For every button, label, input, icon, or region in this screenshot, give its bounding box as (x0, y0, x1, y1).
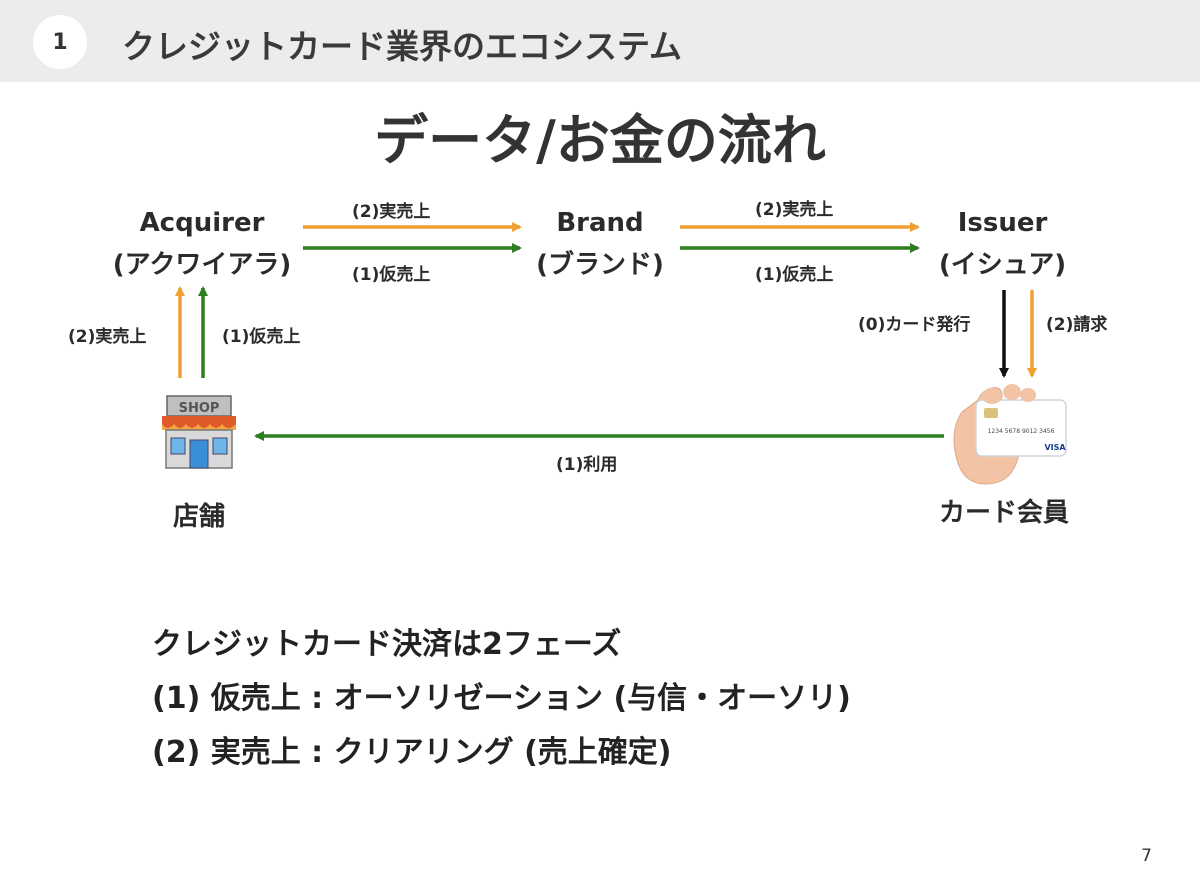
summary-line-3: (2) 実売上 : クリアリング (売上確定) (152, 735, 672, 770)
flow-label-member-shop: (1)利用 (556, 455, 618, 475)
card-member-icon: 1234 5678 9012 3456 VISA (953, 384, 1067, 485)
flow-label-shop-acq-right: (1)仮売上 (222, 327, 301, 347)
acquirer-kana: (アクワイアラ) (112, 250, 292, 280)
slide-title: データ/お金の流れ (374, 109, 826, 172)
shop-icon: SHOP (162, 395, 236, 469)
page-number: 7 (1141, 846, 1152, 866)
shop-label: 店舗 (172, 502, 225, 532)
card-brand: VISA (1044, 443, 1066, 452)
flow-label-issuer-member-right: (2)請求 (1046, 315, 1108, 335)
section-number-badge: 1 (33, 15, 87, 69)
summary-line-2: (1) 仮売上 : オーソリゼーション (与信・オーソリ) (152, 681, 851, 716)
issuer-kana: (イシュア) (938, 250, 1067, 280)
summary-block: クレジットカード決済は2フェーズ (1) 仮売上 : オーソリゼーション (与信… (152, 618, 851, 780)
flow-label-brand-issuer-top: (2)実売上 (755, 200, 834, 220)
section-title: クレジットカード業界のエコシステム (122, 27, 683, 66)
issuer-node: Issuer (イシュア) (920, 202, 1085, 286)
shop-sign: SHOP (179, 401, 220, 416)
flow-label-issuer-member-left: (0)カード発行 (858, 315, 971, 335)
flow-label-brand-issuer-bottom: (1)仮売上 (755, 265, 834, 285)
card-number: 1234 5678 9012 3456 (988, 428, 1055, 435)
acquirer-name: Acquirer (139, 208, 265, 238)
card-member-label: カード会員 (938, 498, 1069, 528)
acquirer-node: Acquirer (アクワイアラ) (104, 202, 300, 286)
brand-kana: (ブランド) (536, 250, 664, 280)
brand-node: Brand (ブランド) (525, 202, 675, 286)
brand-name: Brand (556, 208, 644, 238)
flow-label-acq-brand-bottom: (1)仮売上 (352, 265, 431, 285)
flow-label-acq-brand-top: (2)実売上 (352, 202, 431, 222)
flow-label-shop-acq-left: (2)実売上 (68, 327, 147, 347)
section-header: 1 クレジットカード業界のエコシステム (0, 0, 1200, 82)
summary-line-1: クレジットカード決済は2フェーズ (152, 627, 622, 662)
issuer-name: Issuer (957, 208, 1048, 238)
